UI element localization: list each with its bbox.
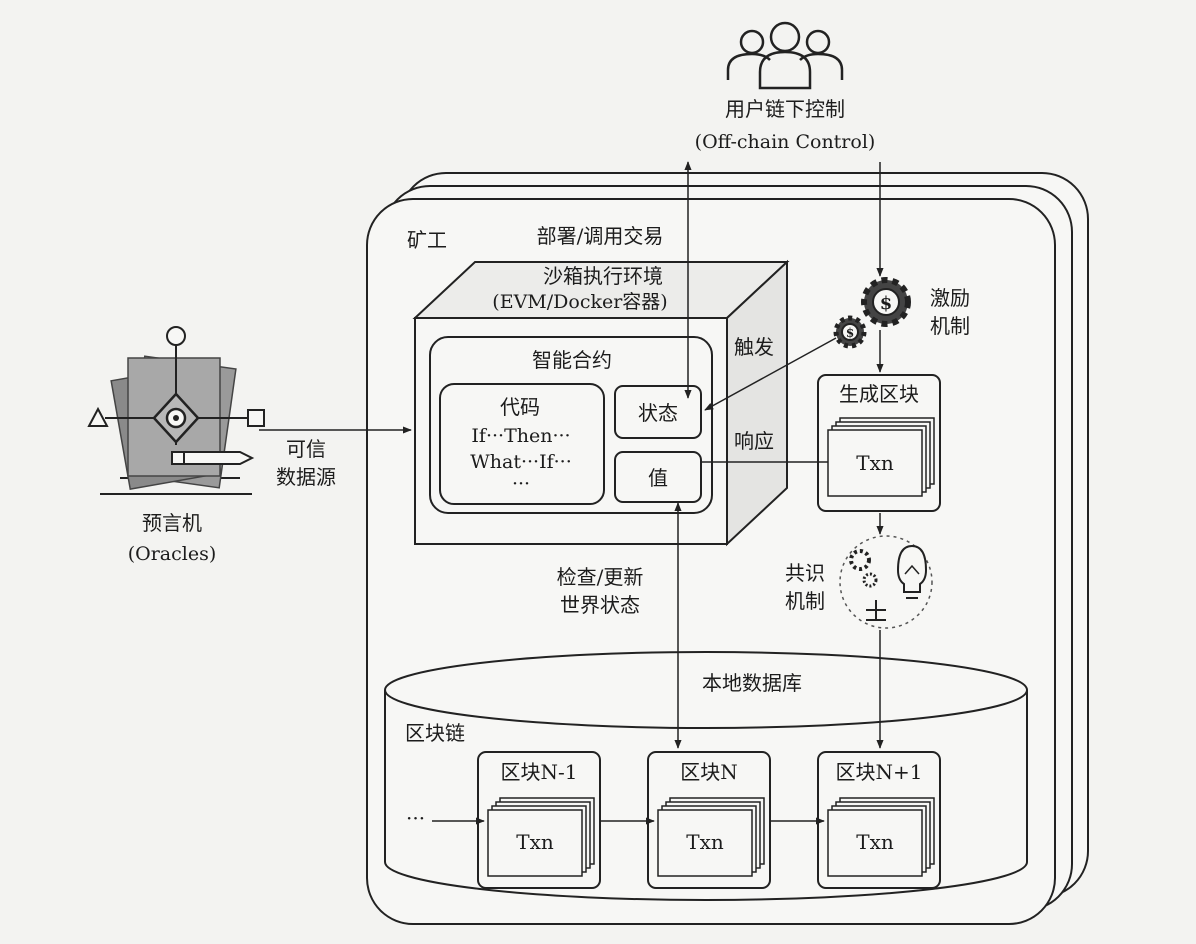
- generate-block-txn: Txn: [856, 451, 894, 475]
- generate-block-txn-stack: [827, 417, 935, 497]
- code-line-3: ···: [512, 473, 530, 495]
- block-n-plus-1-title: 区块N+1: [836, 760, 923, 784]
- incentive-gears-icon: $ $: [833, 277, 911, 349]
- consensus-icon: [839, 535, 933, 629]
- blockchain-ellipsis: ···: [406, 806, 425, 830]
- svg-text:$: $: [846, 326, 854, 340]
- code-title: 代码: [500, 395, 540, 419]
- deploy-invoke-label: 部署/调用交易: [537, 224, 664, 248]
- state-label: 状态: [638, 401, 678, 425]
- sandbox-title: 沙箱执行环境: [543, 264, 663, 288]
- oracle-subtitle: (Oracles): [128, 543, 217, 565]
- block-n-plus-1: 区块N+1 Txn: [817, 751, 941, 889]
- svg-text:$: $: [880, 293, 893, 314]
- block-n-title: 区块N: [680, 760, 738, 784]
- trigger-label: 触发: [734, 335, 774, 359]
- consensus-line1: 共识: [785, 561, 825, 585]
- code-box: [439, 383, 605, 505]
- check-update-line1: 检查/更新: [557, 565, 644, 589]
- user-control-subtitle: (Off-chain Control): [695, 131, 876, 153]
- sandbox-subtitle: (EVM/Docker容器): [492, 291, 667, 313]
- oracle-icon: [87, 326, 265, 495]
- users-icon: [726, 21, 844, 90]
- code-line-2: What···If···: [470, 451, 572, 473]
- value-box: [614, 451, 702, 503]
- smart-contract-title: 智能合约: [532, 348, 612, 372]
- generate-block-title: 生成区块: [839, 382, 919, 406]
- local-database-label: 本地数据库: [702, 671, 802, 695]
- incentive-line1: 激励: [930, 286, 970, 310]
- consensus-line2: 机制: [785, 589, 825, 613]
- block-n-plus-1-txn: Txn: [856, 830, 894, 854]
- connector-arrows: [259, 161, 884, 825]
- oracle-title: 预言机: [142, 511, 202, 535]
- value-label: 值: [648, 466, 668, 490]
- block-n-minus-1-title: 区块N-1: [501, 760, 578, 784]
- respond-label: 响应: [734, 429, 774, 453]
- check-update-line2: 世界状态: [560, 593, 640, 617]
- state-box: [614, 385, 702, 439]
- miner-label: 矿工: [407, 228, 447, 252]
- code-line-1: If···Then···: [471, 425, 570, 447]
- trusted-source-line2: 数据源: [276, 465, 336, 489]
- block-n-minus-1: 区块N-1 Txn: [477, 751, 601, 889]
- trusted-source-line1: 可信: [286, 437, 326, 461]
- block-n: 区块N Txn: [647, 751, 771, 889]
- blockchain-label: 区块链: [405, 721, 465, 745]
- incentive-line2: 机制: [930, 314, 970, 338]
- block-n-minus-1-txn: Txn: [516, 830, 554, 854]
- block-n-txn: Txn: [686, 830, 724, 854]
- user-control-title: 用户链下控制: [725, 97, 845, 121]
